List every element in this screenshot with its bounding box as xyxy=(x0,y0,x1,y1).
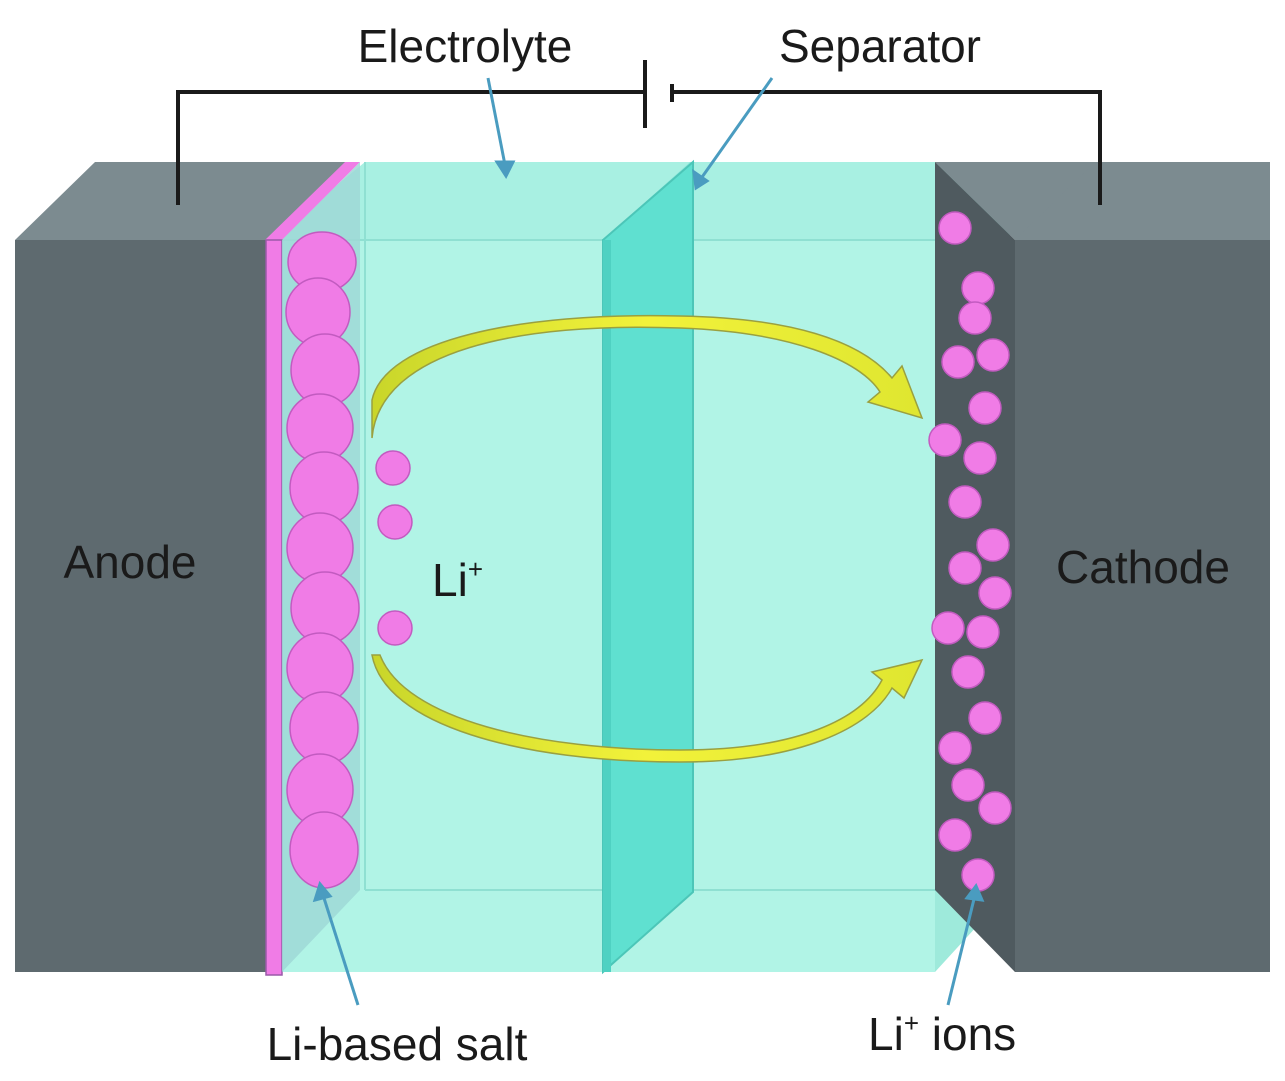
li-ion-label: Li+ xyxy=(432,554,483,606)
ion-migration-arrows xyxy=(371,314,924,763)
anode-block xyxy=(15,162,350,972)
lower-arrow-icon xyxy=(371,654,924,763)
anode-label: Anode xyxy=(63,536,196,588)
separator-membrane xyxy=(602,159,695,975)
upper-arrow-icon xyxy=(371,314,924,439)
electrolyte-label: Electrolyte xyxy=(358,20,573,72)
li-ions-label: Li+ ions xyxy=(868,1008,1016,1060)
li-salt-layer xyxy=(265,162,360,976)
li-salt-label: Li-based salt xyxy=(267,1018,528,1070)
migrating-li-ions xyxy=(375,450,413,646)
cathode-li-ions xyxy=(928,211,1012,892)
pointer-lines xyxy=(312,77,985,1006)
separator-label: Separator xyxy=(779,20,981,72)
cathode-label: Cathode xyxy=(1056,541,1230,593)
